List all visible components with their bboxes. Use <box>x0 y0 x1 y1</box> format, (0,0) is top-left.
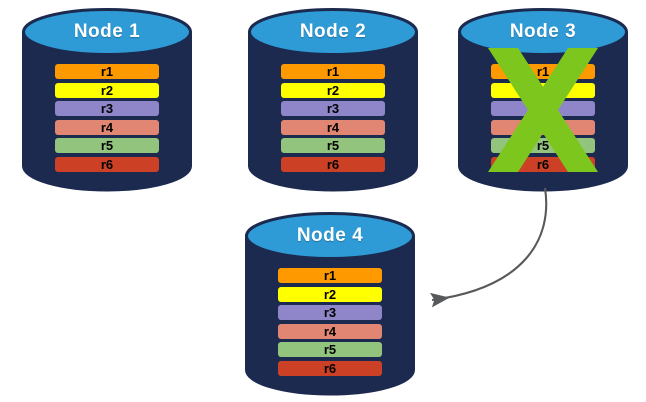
record-bar[interactable]: r2 <box>55 82 159 98</box>
cylinder-top-ellipse <box>245 212 415 260</box>
record-bar[interactable]: r3 <box>55 101 159 117</box>
record-bar[interactable]: r1 <box>278 268 382 283</box>
record-bar[interactable]: r3 <box>281 101 385 117</box>
record-bar[interactable]: r2 <box>491 82 595 98</box>
record-bar[interactable]: r5 <box>491 138 595 154</box>
record-bar[interactable]: r4 <box>278 323 382 339</box>
cylinder-top-ellipse <box>22 8 192 56</box>
cylinder-top-ellipse <box>248 8 418 56</box>
record-bar[interactable]: r5 <box>281 138 385 154</box>
record-bar[interactable]: r2 <box>281 82 385 98</box>
record-bar[interactable]: r6 <box>278 361 382 376</box>
record-bar[interactable]: r4 <box>491 119 595 135</box>
record-bar[interactable]: r3 <box>278 305 382 321</box>
record-bar[interactable]: r5 <box>55 138 159 154</box>
record-bar[interactable]: r4 <box>281 119 385 135</box>
record-bar[interactable]: r1 <box>55 64 159 79</box>
record-bar[interactable]: r6 <box>491 157 595 172</box>
record-bar[interactable]: r6 <box>281 157 385 172</box>
record-bar[interactable]: r1 <box>281 64 385 79</box>
record-bar[interactable]: r5 <box>278 342 382 358</box>
record-bar[interactable]: r1 <box>491 64 595 79</box>
replication-arrow-path <box>429 187 548 308</box>
record-bar[interactable]: r2 <box>278 286 382 302</box>
record-bar[interactable]: r4 <box>55 119 159 135</box>
cylinder-top-ellipse <box>458 8 628 56</box>
record-bar[interactable]: r3 <box>491 101 595 117</box>
record-bar[interactable]: r6 <box>55 157 159 172</box>
